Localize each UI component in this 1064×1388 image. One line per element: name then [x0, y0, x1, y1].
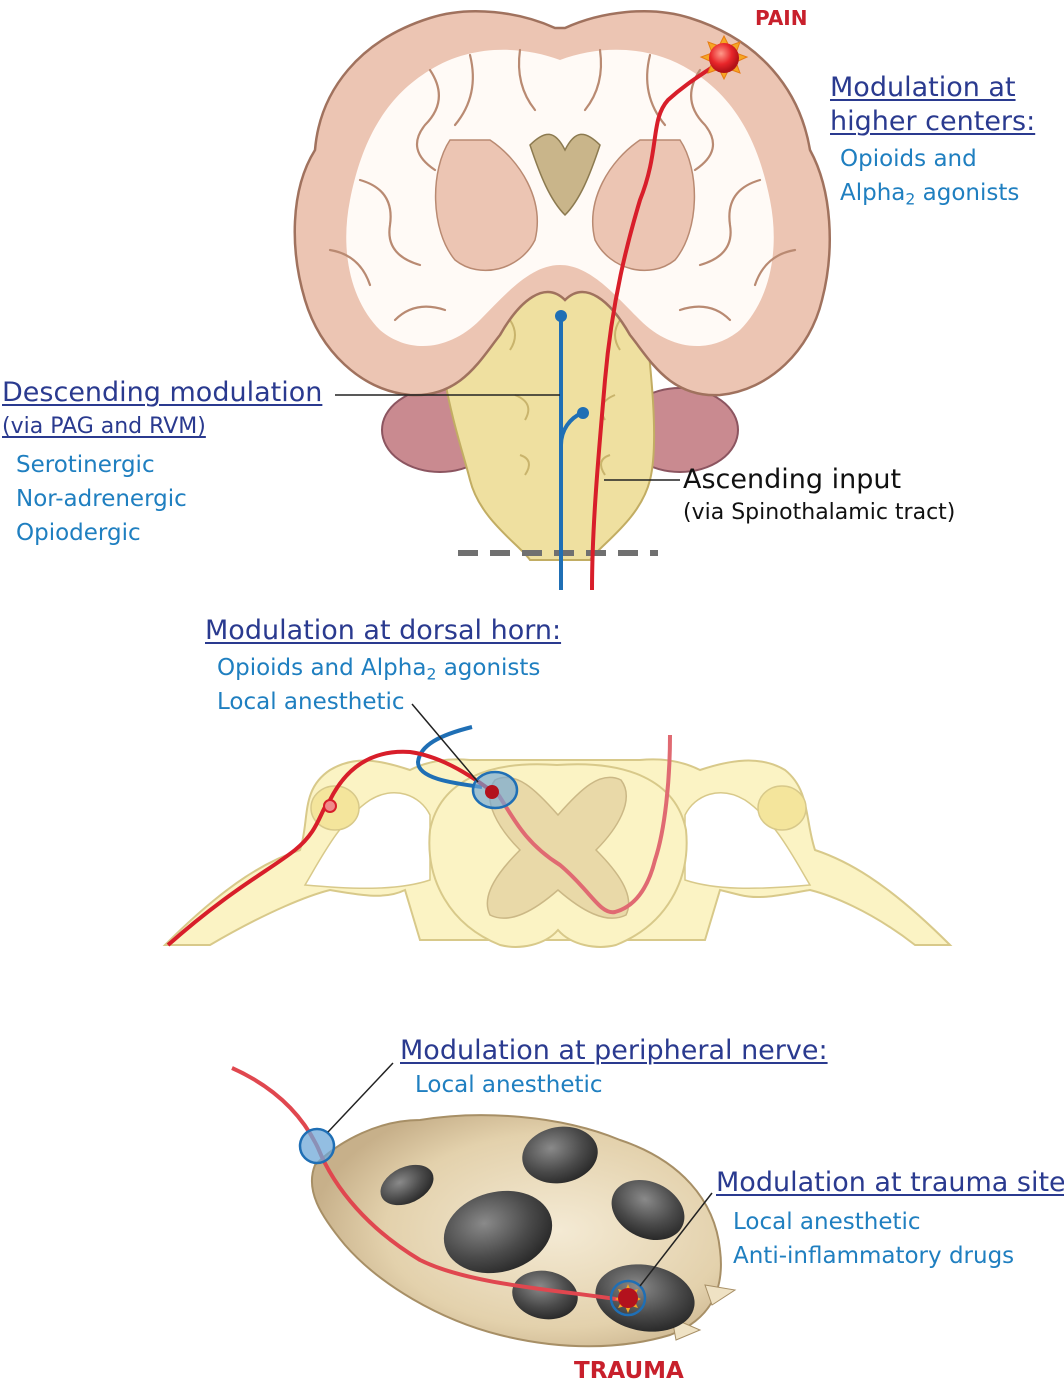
- trauma-site-title: Modulation at trauma site:: [716, 1167, 1064, 1198]
- higher-centers-title-line2: higher centers:: [830, 106, 1035, 137]
- descending-item: Serotinergic: [16, 452, 155, 478]
- paw: [312, 1115, 735, 1346]
- descending-modulation-title: Descending modulation: [2, 377, 322, 408]
- dorsal-root-ganglion-right: [758, 786, 806, 830]
- peripheral-nerve-drug: Local anesthetic: [415, 1072, 603, 1098]
- trauma-site-drug: Local anesthetic: [733, 1209, 921, 1235]
- trauma-site-drug: Anti-inflammatory drugs: [733, 1243, 1014, 1269]
- descending-modulation-subtitle: (via PAG and RVM): [2, 414, 206, 439]
- peripheral-leader-line: [328, 1063, 393, 1132]
- dorsal-root-cell-body: [324, 800, 336, 812]
- higher-centers-title-line1: Modulation at: [830, 72, 1016, 103]
- peripheral-nerve-title: Modulation at peripheral nerve:: [400, 1035, 828, 1066]
- pain-label: PAIN: [755, 7, 807, 30]
- ascending-input-title: Ascending input: [683, 464, 901, 495]
- higher-centers-drug-2: Alpha2 agonists: [840, 180, 1019, 209]
- rvm-node: [577, 407, 589, 419]
- spinal-cord-section: [165, 759, 950, 947]
- block-site-icon: [473, 772, 517, 808]
- higher-centers-drug-1: Opioids and: [840, 146, 977, 172]
- peripheral-block-site-icon: [300, 1129, 334, 1163]
- trauma-label: TRAUMA: [574, 1358, 684, 1384]
- descending-item: Opiodergic: [16, 520, 141, 546]
- descending-item: Nor-adrenergic: [16, 486, 187, 512]
- pain-burst-icon: [701, 36, 747, 79]
- pag-node: [555, 310, 567, 322]
- dorsal-horn-drug-2: Local anesthetic: [217, 689, 405, 715]
- dorsal-horn-title: Modulation at dorsal horn:: [205, 615, 561, 646]
- dorsal-horn-drug-1: Opioids and Alpha2 agonists: [217, 655, 540, 684]
- ascending-input-subtitle: (via Spinothalamic tract): [683, 500, 955, 525]
